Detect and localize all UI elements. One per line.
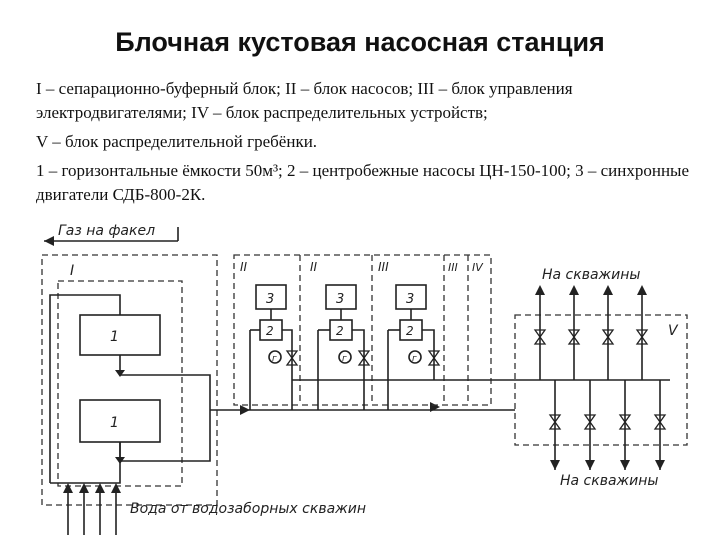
- pump-unit-3: 3 2 г: [387, 284, 441, 410]
- legend-blocks: I – сепарационно-буферный блок; II – бло…: [36, 79, 573, 122]
- block-III-label: III: [378, 260, 389, 274]
- block-I-frame: [41, 254, 218, 506]
- block-I-label: I: [70, 263, 74, 279]
- svg-text:г: г: [412, 354, 417, 364]
- gas-label: Газ на факел: [58, 223, 155, 239]
- legend-block-v: V – блок распределительной гребёнки.: [36, 132, 318, 151]
- svg-text:г: г: [342, 354, 347, 364]
- block-IV-label: IV: [472, 261, 484, 274]
- slide-title: Блочная кустовая насосная станция: [115, 27, 605, 57]
- tank-lower-label: 1: [110, 415, 119, 431]
- pump-unit-2: 3 2 г: [317, 284, 371, 410]
- block-V-frame: [514, 314, 688, 446]
- water-label: Вода от водозаборных скважин: [130, 501, 366, 517]
- header-arrow-icon: [240, 405, 250, 415]
- svg-text:г: г: [272, 354, 277, 364]
- svg-text:2: 2: [336, 324, 344, 338]
- tank-upper: [79, 314, 161, 356]
- blocks-II-IV-frame: [233, 254, 492, 406]
- pump-unit-1: 3 2 г: [249, 284, 299, 410]
- gas-arrow-icon: [44, 236, 54, 246]
- svg-text:2: 2: [406, 324, 414, 338]
- block-V-label: V: [668, 323, 679, 339]
- block-I-inner: [57, 280, 183, 487]
- legend-equipment: 1 – горизонтальные ёмкости 50м³; 2 – цен…: [36, 161, 690, 204]
- block-II-label-1: II: [240, 260, 248, 274]
- to-wells-bottom-label: На скважины: [560, 473, 658, 489]
- block-III-label-2: III: [448, 261, 458, 274]
- block-II-label-2: II: [310, 260, 318, 274]
- to-wells-top-label: На скважины: [542, 267, 640, 283]
- tank-lower: [79, 399, 161, 443]
- svg-text:3: 3: [336, 292, 344, 307]
- svg-text:3: 3: [266, 292, 274, 307]
- svg-text:3: 3: [406, 292, 414, 307]
- tank-upper-label: 1: [110, 329, 119, 345]
- svg-text:2: 2: [266, 324, 274, 338]
- pump-station-diagram: Газ на факел I 1 1 Вода: [41, 223, 688, 535]
- water-inlets: [63, 483, 121, 535]
- legend: I – сепарационно-буферный блок; II – бло…: [36, 77, 696, 212]
